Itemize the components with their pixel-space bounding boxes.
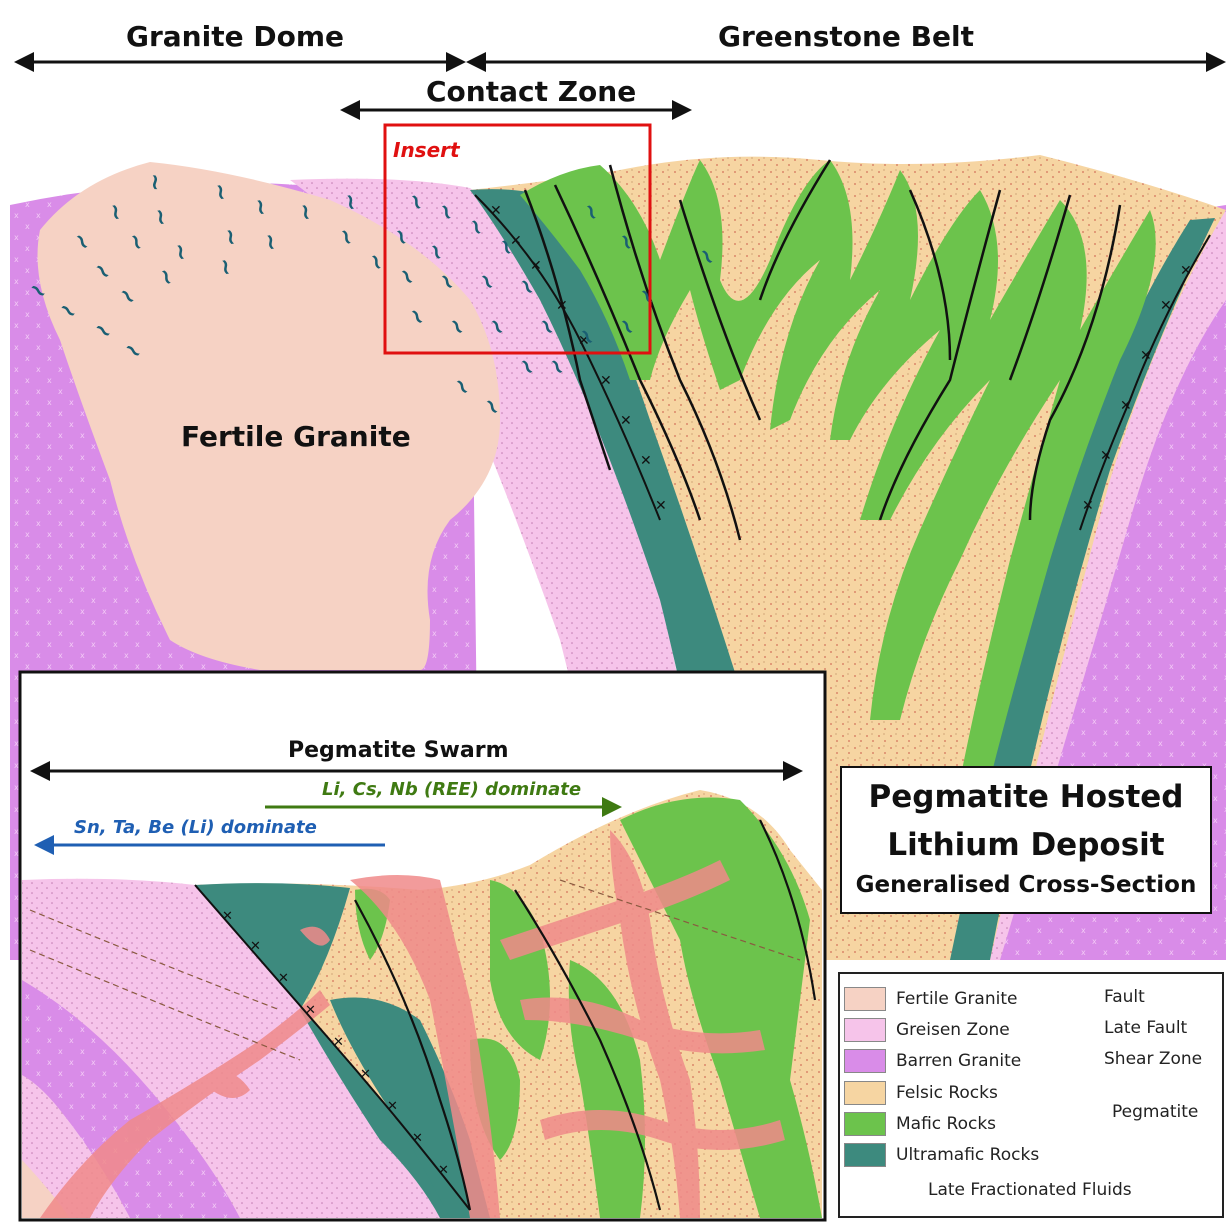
svg-text:✕: ✕	[222, 909, 233, 924]
legend-item-felsic-rocks: Felsic Rocks	[844, 1081, 998, 1105]
svg-text:✕: ✕	[640, 453, 652, 469]
legend-label: Shear Zone	[1104, 1049, 1202, 1069]
svg-text:✕: ✕	[1100, 448, 1112, 464]
svg-text:✕: ✕	[1140, 348, 1152, 364]
svg-text:✕: ✕	[1160, 298, 1172, 314]
legend-label: Pegmatite	[1112, 1102, 1198, 1122]
legend-item-late-fault: Late Fault	[1104, 1018, 1187, 1038]
title-line3: Generalised Cross-Section	[842, 872, 1210, 898]
svg-text:✕: ✕	[556, 298, 568, 314]
legend-item-greisen-zone: Greisen Zone	[844, 1018, 1010, 1042]
legend-item-fertile-granite: Fertile Granite	[844, 987, 1017, 1011]
legend-label: Fault	[1104, 987, 1145, 1007]
title-line1: Pegmatite Hosted	[842, 778, 1210, 816]
svg-text:✕: ✕	[360, 1067, 371, 1082]
svg-text:✕: ✕	[620, 413, 632, 429]
barren-granite-swatch	[844, 1049, 886, 1073]
legend-label: Late Fractionated Fluids	[928, 1180, 1132, 1200]
legend-item-mafic-rocks: Mafic Rocks	[844, 1112, 996, 1136]
legend-label: Greisen Zone	[896, 1020, 1010, 1040]
felsic-rocks-swatch	[844, 1081, 886, 1105]
legend-item-ultramafic-rocks: Ultramafic Rocks	[844, 1143, 1039, 1167]
svg-text:~: ~	[142, 173, 167, 191]
svg-text:✕: ✕	[412, 1131, 423, 1146]
svg-text:✕: ✕	[655, 498, 667, 514]
svg-text:✕: ✕	[1180, 263, 1192, 279]
mafic-rocks-swatch	[844, 1112, 886, 1136]
legend-label: Felsic Rocks	[896, 1083, 998, 1103]
sn-ta-be-label: Sn, Ta, Be (Li) dominate	[74, 817, 317, 838]
svg-text:✕: ✕	[490, 203, 502, 219]
title-line2: Lithium Deposit	[842, 826, 1210, 864]
svg-text:✕: ✕	[305, 1003, 316, 1018]
greenstone-belt-label: Greenstone Belt	[718, 20, 974, 53]
title-box: Pegmatite Hosted Lithium Deposit General…	[840, 766, 1212, 914]
svg-text:✕: ✕	[250, 939, 261, 954]
svg-text:✕: ✕	[600, 373, 612, 389]
li-cs-nb-label: Li, Cs, Nb (REE) dominate	[322, 779, 581, 800]
legend-label: Ultramafic Rocks	[896, 1145, 1039, 1165]
svg-text:✕: ✕	[1082, 498, 1094, 514]
svg-text:✕: ✕	[387, 1099, 398, 1114]
legend-item-shear-zone: Shear Zone	[1104, 1049, 1202, 1069]
pegmatite-swarm-label: Pegmatite Swarm	[288, 738, 509, 763]
legend-item-fault: Fault	[1104, 987, 1145, 1007]
svg-text:✕: ✕	[1120, 398, 1132, 414]
ultramafic-rocks-swatch	[844, 1143, 886, 1167]
fertile-granite-label: Fertile Granite	[181, 420, 411, 453]
greisen-zone-swatch	[844, 1018, 886, 1042]
legend-item-barren-granite: Barren Granite	[844, 1049, 1021, 1073]
legend-label: Mafic Rocks	[896, 1114, 996, 1134]
fertile-granite-swatch	[844, 987, 886, 1011]
granite-dome-label: Granite Dome	[126, 20, 344, 53]
contact-zone-label: Contact Zone	[426, 75, 636, 108]
svg-text:✕: ✕	[278, 971, 289, 986]
insert-label: Insert	[393, 138, 460, 162]
legend-item-pegmatite: Pegmatite	[1112, 1102, 1198, 1122]
legend-label: Late Fault	[1104, 1018, 1187, 1038]
svg-text:✕: ✕	[438, 1163, 449, 1178]
legend-label: Fertile Granite	[896, 989, 1017, 1009]
legend-item-late-fluids: Late Fractionated Fluids	[928, 1180, 1132, 1200]
legend: Fertile Granite Greisen Zone Barren Gran…	[838, 972, 1224, 1218]
svg-text:✕: ✕	[530, 258, 542, 274]
legend-label: Barren Granite	[896, 1051, 1021, 1071]
svg-text:✕: ✕	[333, 1035, 344, 1050]
